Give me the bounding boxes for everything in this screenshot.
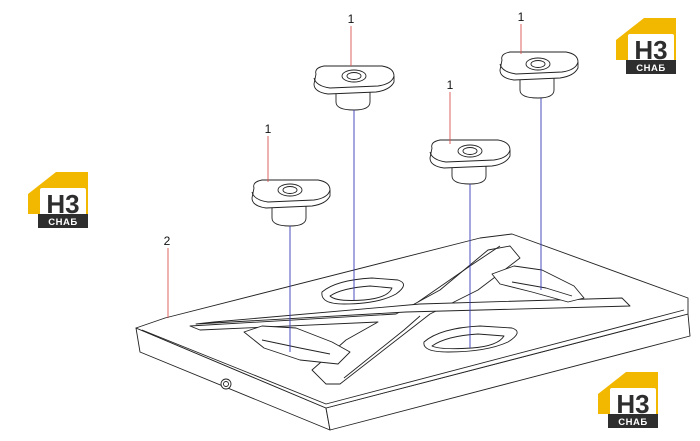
washer-a <box>251 179 331 227</box>
callout-washer-c: 1 <box>447 78 454 92</box>
washer-c <box>429 139 511 185</box>
watermark-logo-top-right: H3 СНАБ <box>616 18 676 74</box>
leader-lines <box>167 24 522 318</box>
logo-subtitle: СНАБ <box>618 417 647 428</box>
washer-d <box>499 51 579 99</box>
callout-washer-b: 1 <box>348 12 355 26</box>
base-plate <box>135 233 691 431</box>
logo-subtitle: СНАБ <box>636 63 665 74</box>
callout-plate: 2 <box>164 234 171 248</box>
callout-washer-a: 1 <box>265 122 272 136</box>
assembly-lines <box>289 98 542 352</box>
watermark-logo-left: H3 СНАБ <box>28 172 88 228</box>
logo-subtitle: СНАБ <box>48 217 77 228</box>
washer-b <box>313 65 395 111</box>
callout-washer-d: 1 <box>518 10 525 24</box>
watermark-logo-bottom-right: H3 СНАБ <box>598 372 658 428</box>
